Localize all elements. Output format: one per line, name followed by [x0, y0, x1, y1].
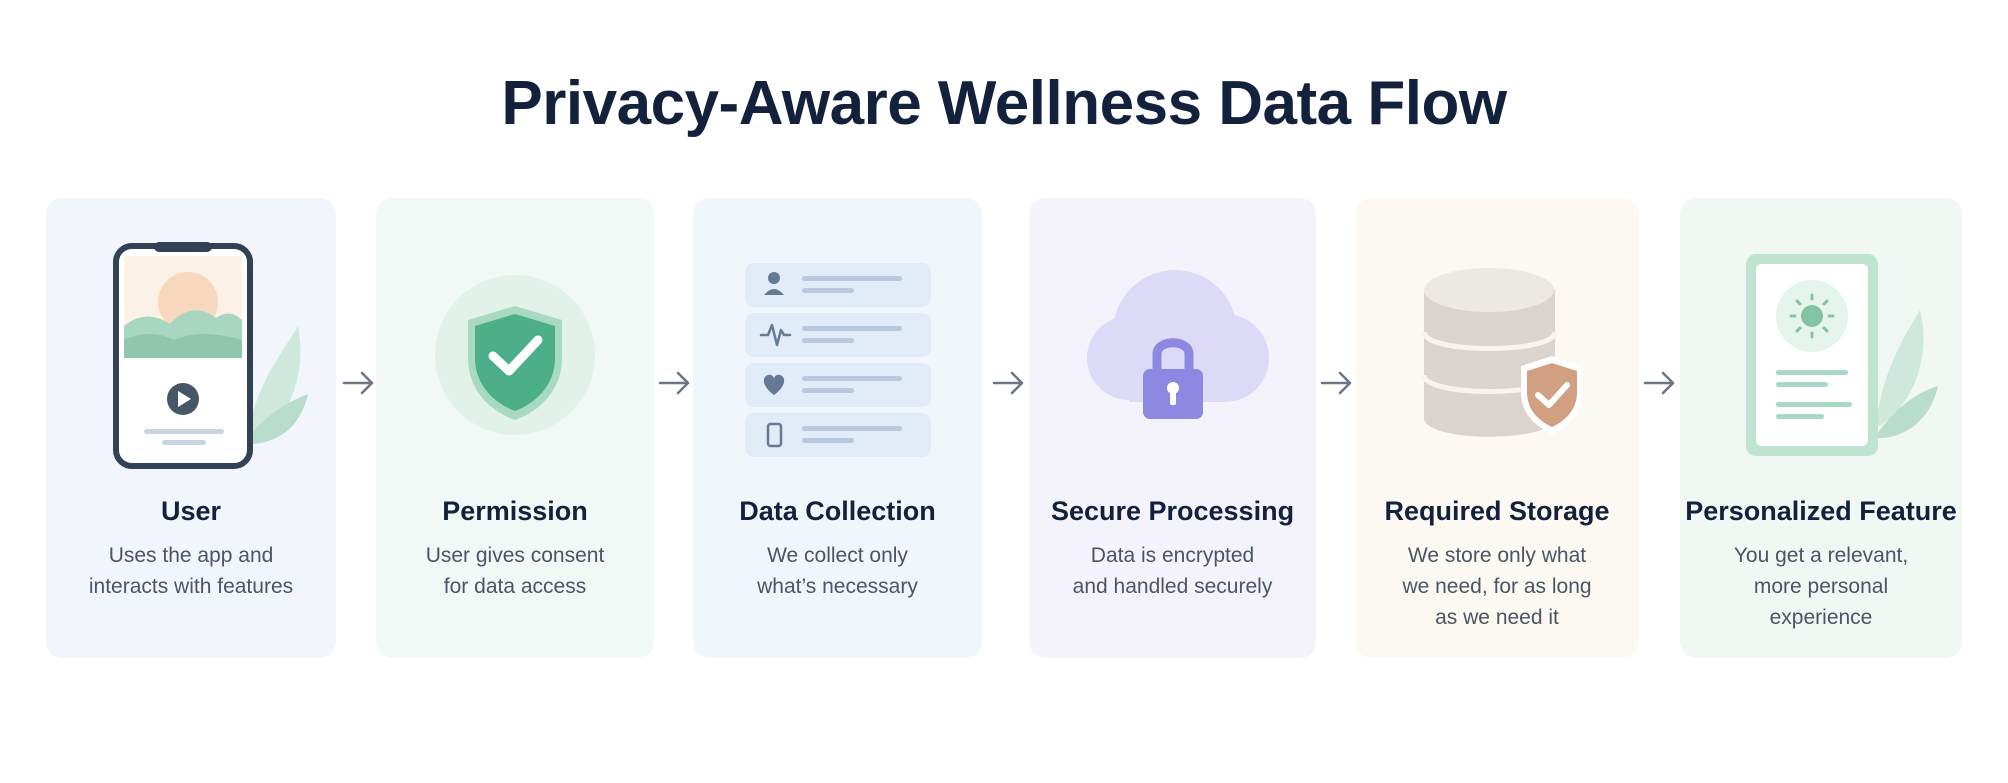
- step-description-line: Uses the app and: [108, 544, 274, 567]
- step-description: Data is encrypted and handled securely: [1029, 540, 1316, 602]
- step-description-line: interacts with features: [88, 575, 294, 598]
- step-label: Data Collection: [739, 496, 936, 526]
- step-description: You get a relevant, more personal experi…: [1680, 540, 1962, 633]
- arrow-right-icon: [992, 371, 1024, 395]
- arrow-right-icon: [1643, 371, 1675, 395]
- step-card-user: User Uses the app and interacts with fea…: [46, 198, 336, 658]
- arrow-right-icon: [1320, 371, 1352, 395]
- step-description-line: Data is encrypted: [1090, 544, 1255, 567]
- step-description-line: we need, for as long: [1402, 575, 1592, 598]
- step-description-line: We store only what: [1407, 544, 1587, 567]
- step-description: Uses the app and interacts with features: [46, 540, 336, 602]
- step-label: Required Storage: [1384, 496, 1610, 526]
- step-description-line: User gives consent: [425, 544, 605, 567]
- step-description: We collect only what’s necessary: [693, 540, 982, 602]
- step-card-required-storage: Required Storage We store only what we n…: [1355, 198, 1639, 658]
- step-description-line: You get a relevant,: [1733, 544, 1909, 567]
- smartphone-icon: [113, 242, 308, 469]
- arrow-right-icon: [658, 371, 690, 395]
- cloud-lock-icon: [1087, 270, 1269, 419]
- step-label: Permission: [442, 496, 588, 526]
- step-label: Secure Processing: [1050, 496, 1295, 526]
- step-description-line: as we need it: [1435, 606, 1559, 629]
- database-shield-icon: [1421, 268, 1583, 437]
- step-label: Personalized Feature: [1685, 496, 1957, 526]
- step-description-line: experience: [1769, 606, 1873, 629]
- step-card-personalized-feature: Personalized Feature You get a relevant,…: [1680, 198, 1962, 658]
- step-label: User: [160, 496, 222, 526]
- step-description-line: more personal: [1753, 575, 1889, 598]
- page-title: Privacy-Aware Wellness Data Flow: [501, 69, 1507, 138]
- step-description-line: what’s necessary: [757, 575, 918, 598]
- step-card-secure-processing: Secure Processing Data is encrypted and …: [1029, 198, 1316, 658]
- step-description-line: We collect only: [767, 544, 908, 567]
- arrow-right-icon: [342, 371, 374, 395]
- step-card-data-collection: Data Collection We collect only what’s n…: [693, 198, 982, 658]
- step-description-line: for data access: [443, 575, 587, 598]
- shield-check-icon: [435, 275, 595, 435]
- personalized-screen-icon: [1746, 254, 1938, 456]
- step-description-line: and handled securely: [1072, 575, 1273, 598]
- step-description: User gives consent for data access: [376, 540, 654, 602]
- data-list-icon: [745, 263, 931, 457]
- step-description: We store only what we need, for as long …: [1355, 540, 1639, 633]
- step-card-permission: Permission User gives consent for data a…: [376, 198, 654, 658]
